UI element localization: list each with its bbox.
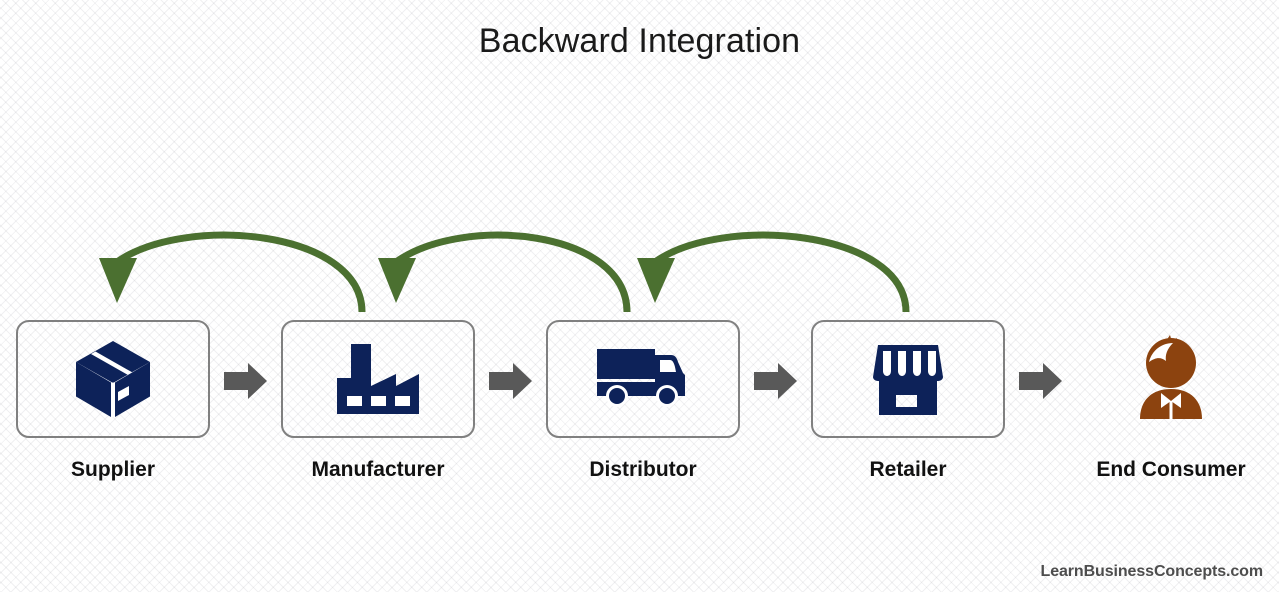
chain-node-distributor[interactable]: Distributor: [546, 320, 740, 481]
person-customer-icon: [1136, 334, 1206, 424]
manufacturer-box[interactable]: [281, 320, 475, 438]
back-arc-distributor-to-manufacturer: [378, 231, 631, 313]
chain-node-manufacturer[interactable]: Manufacturer: [281, 320, 475, 481]
chain-node-retailer[interactable]: Retailer: [811, 320, 1005, 481]
manufacturer-label: Manufacturer: [311, 458, 445, 481]
supplier-box[interactable]: [16, 320, 210, 438]
package-box-icon: [18, 322, 208, 436]
page-title: Backward Integration: [478, 22, 801, 60]
factory-icon: [283, 322, 473, 436]
end-consumer-area[interactable]: [1074, 320, 1268, 438]
distributor-label: Distributor: [589, 458, 697, 481]
arrow-manufacturer-to-distributor: [489, 361, 533, 401]
delivery-truck-icon: [548, 322, 738, 436]
arrow-retailer-to-end-consumer: [1019, 361, 1063, 401]
end-consumer-label: End Consumer: [1096, 458, 1246, 481]
storefront-icon: [813, 322, 1003, 436]
chain-node-end-consumer[interactable]: End Consumer: [1074, 320, 1268, 481]
back-arc-retailer-to-distributor: [637, 231, 910, 313]
supplier-label: Supplier: [70, 458, 155, 481]
retailer-label: Retailer: [869, 458, 947, 481]
arrow-distributor-to-retailer: [754, 361, 798, 401]
distributor-box[interactable]: [546, 320, 740, 438]
arrow-supplier-to-manufacturer: [224, 361, 268, 401]
watermark-text: LearnBusinessConcepts.com: [1040, 563, 1264, 580]
chain-node-supplier[interactable]: Supplier: [16, 320, 210, 481]
back-arc-manufacturer-to-supplier: [99, 231, 366, 313]
retailer-box[interactable]: [811, 320, 1005, 438]
